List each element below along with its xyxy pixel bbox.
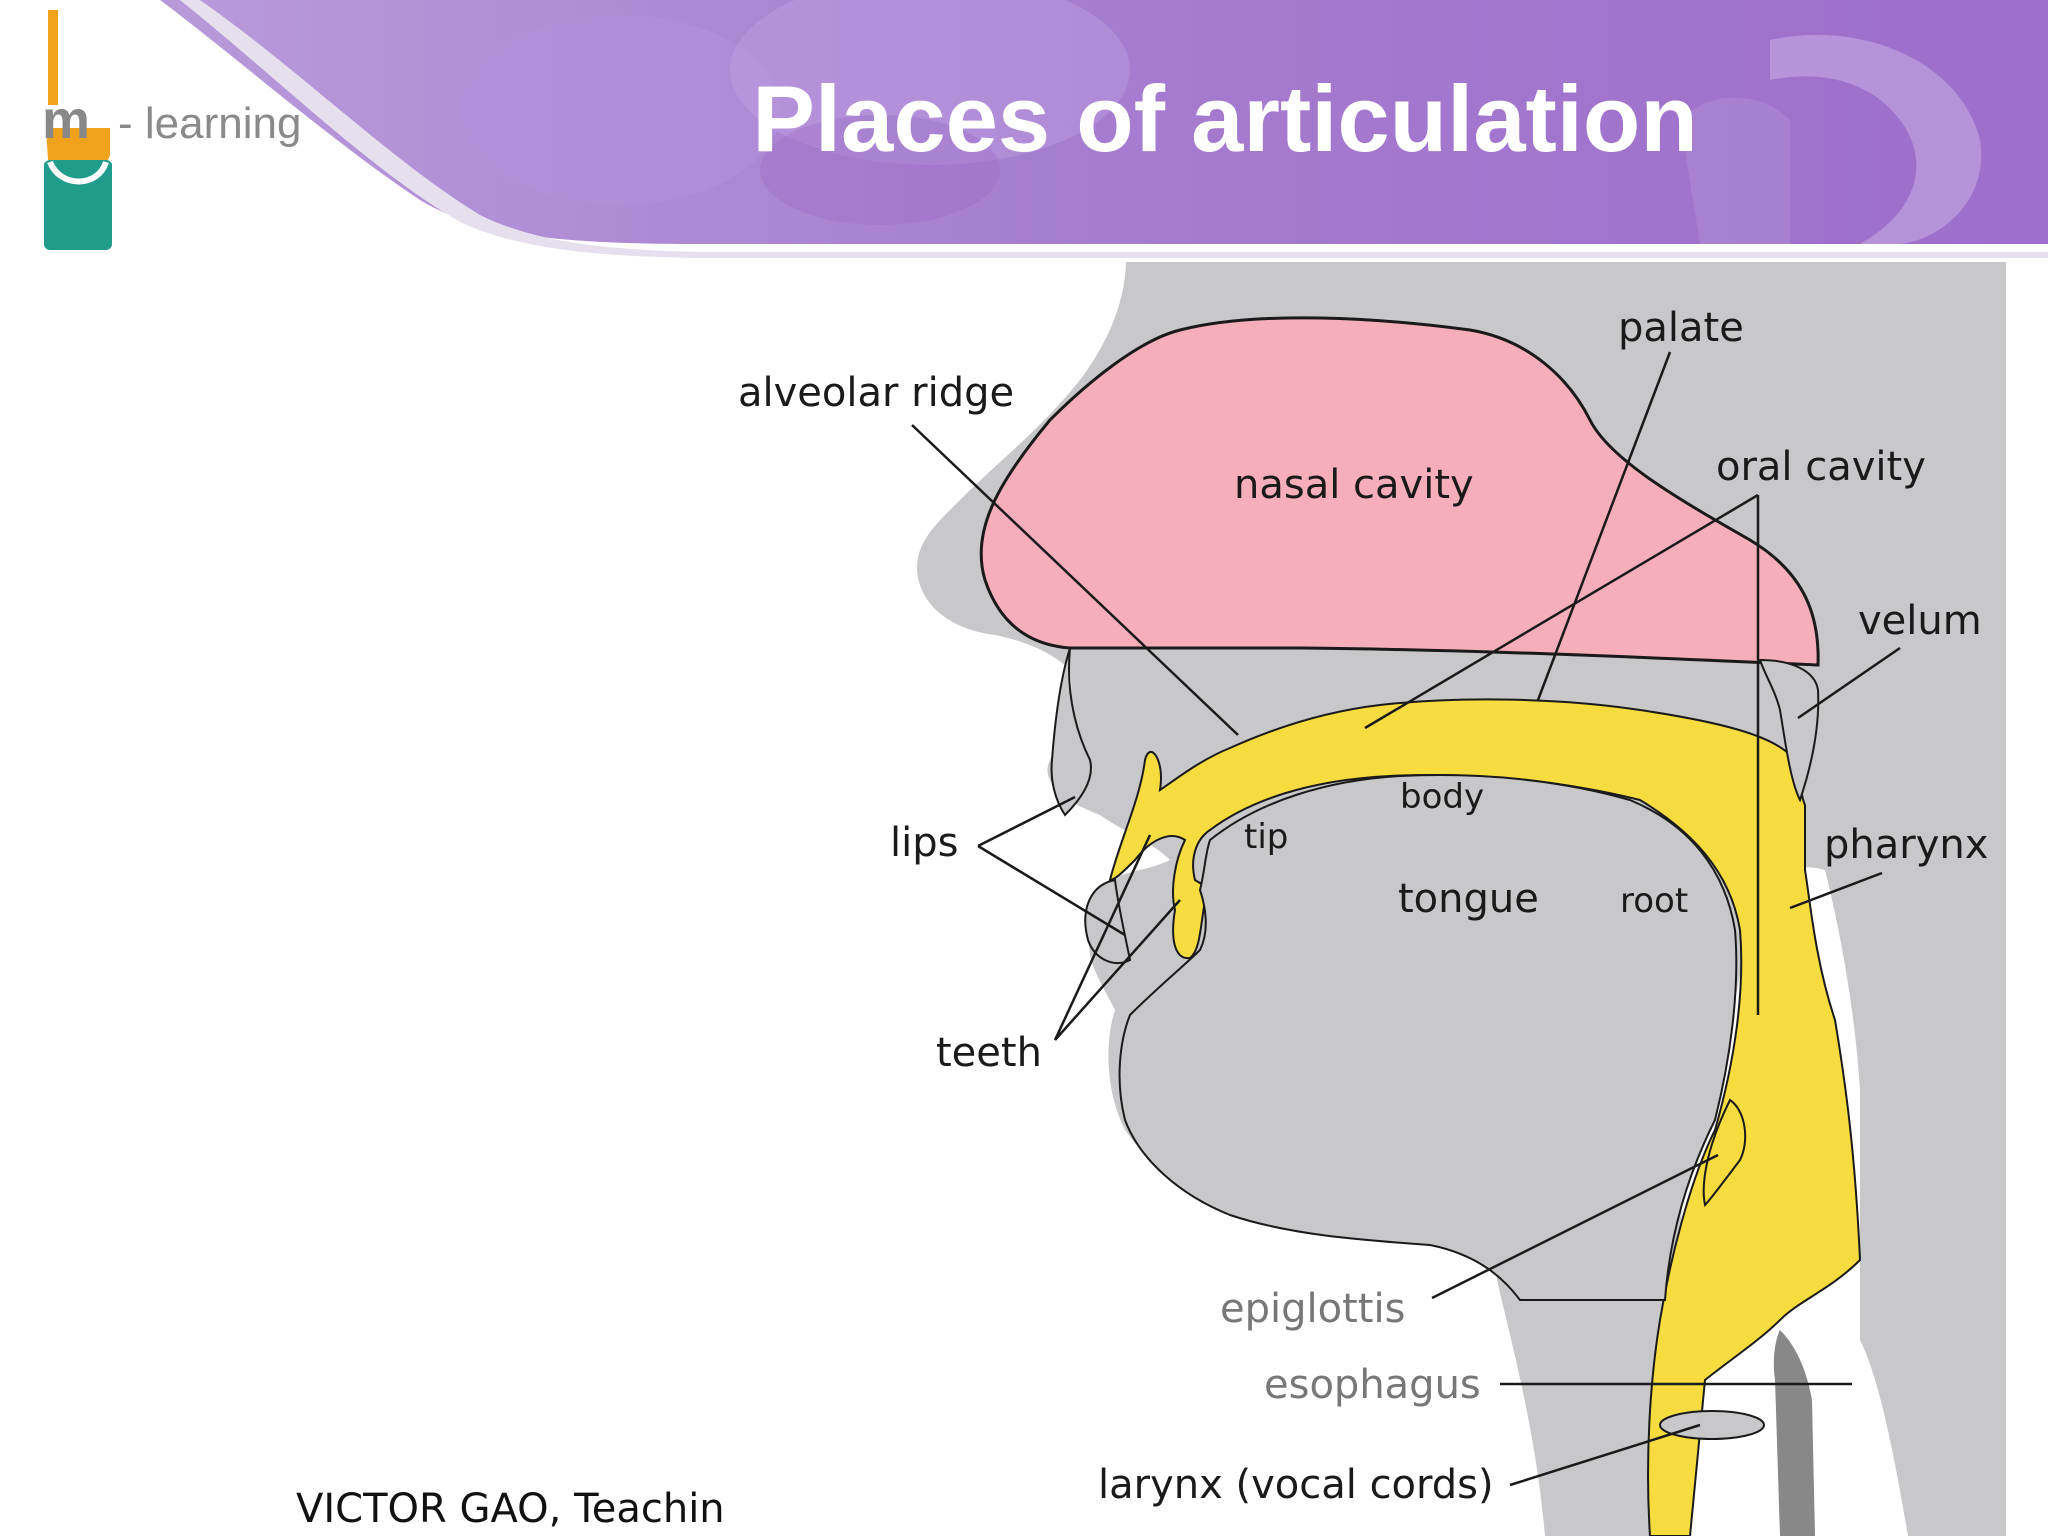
lower-lip (1084, 878, 1132, 965)
label-lips: lips (890, 820, 958, 866)
label-palate: palate (1618, 305, 1744, 351)
larynx-shape (1659, 1410, 1765, 1440)
page-title: Places of articulation (752, 66, 1698, 171)
label-alveolar-ridge: alveolar ridge (738, 370, 1014, 416)
tongue-region (1118, 774, 1738, 1301)
label-tongue: tongue (1398, 876, 1539, 922)
svg-text:m: m (42, 90, 90, 150)
label-nasal-cavity: nasal cavity (1234, 462, 1474, 508)
footer-credit: VICTOR GAO, Teachin (296, 1486, 725, 1532)
label-velum: velum (1858, 598, 1982, 644)
label-esophagus: esophagus (1264, 1362, 1481, 1408)
label-root: root (1620, 881, 1688, 921)
upper-lip (1050, 647, 1092, 817)
label-larynx: larynx (vocal cords) (1098, 1462, 1494, 1508)
nasal-cavity-region (979, 316, 1820, 667)
label-body: body (1400, 777, 1484, 817)
epiglottis-shape (1702, 1098, 1747, 1208)
label-pharynx: pharynx (1824, 822, 1988, 868)
header-banner (160, 0, 2048, 258)
label-oral-cavity: oral cavity (1716, 444, 1926, 490)
label-epiglottis: epiglottis (1220, 1286, 1405, 1332)
m-learning-logo: m - learning (42, 10, 301, 250)
velum-region (1758, 658, 1820, 803)
leader-lines (911, 351, 1901, 1487)
esophagus-shape (1773, 1330, 1815, 1536)
label-teeth: teeth (936, 1030, 1042, 1076)
label-tip: tip (1244, 817, 1288, 857)
svg-text:- learning: - learning (118, 99, 301, 148)
